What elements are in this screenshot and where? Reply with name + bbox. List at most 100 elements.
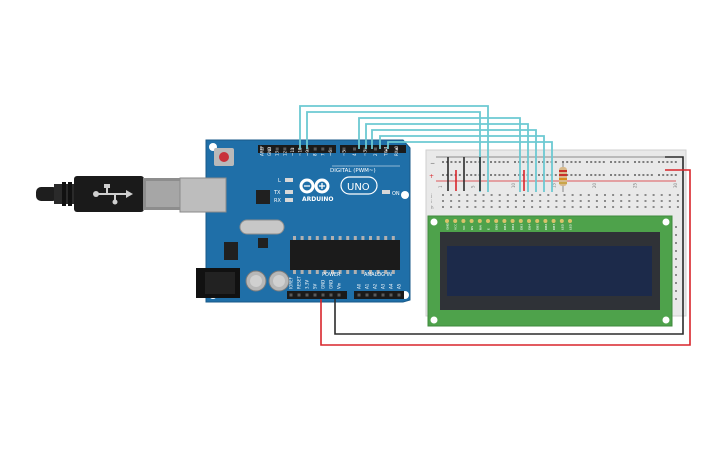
breadboard-hole bbox=[563, 194, 566, 196]
header-hole bbox=[260, 147, 264, 151]
power-label: POWER bbox=[322, 272, 341, 278]
usb-cable[interactable] bbox=[36, 176, 184, 212]
column-number: 20 bbox=[592, 182, 597, 188]
chip-pin bbox=[376, 270, 380, 274]
breadboard-hole bbox=[620, 194, 623, 196]
digital-pin-label: ~6 bbox=[328, 150, 333, 156]
breadboard-hole bbox=[490, 194, 493, 196]
ground-wire[interactable] bbox=[334, 156, 684, 335]
header-hole bbox=[353, 147, 356, 151]
reset-button[interactable] bbox=[214, 148, 234, 166]
header-hole bbox=[275, 147, 279, 151]
lcd-pin-label: DB6 bbox=[544, 224, 548, 230]
chip bbox=[258, 238, 268, 248]
breadboard-hole bbox=[482, 200, 485, 202]
mounting-hole bbox=[430, 218, 438, 226]
breadboard-hole bbox=[531, 194, 534, 196]
column-number: 30 bbox=[673, 182, 678, 188]
breadboard-hole bbox=[498, 200, 501, 202]
rail-hole bbox=[650, 161, 653, 163]
breadboard-hole bbox=[563, 206, 566, 208]
breadboard-hole bbox=[668, 206, 671, 208]
rail-hole bbox=[490, 174, 492, 176]
teal-wires[interactable] bbox=[299, 105, 553, 192]
breadboard-hole bbox=[668, 194, 671, 196]
arduino-logo-icon bbox=[299, 178, 330, 194]
breadboard-hole bbox=[675, 234, 677, 236]
breadboard-hole bbox=[523, 200, 525, 202]
analog-pin-label: A5 bbox=[397, 283, 402, 289]
power-pin-label: 3.3V bbox=[305, 280, 310, 289]
lcd-pin-label: GND bbox=[446, 222, 450, 230]
rail-hole bbox=[530, 174, 533, 176]
chip-pin bbox=[293, 270, 296, 274]
breadboard-hole bbox=[482, 194, 485, 196]
rail-hole bbox=[586, 161, 588, 163]
breadboard-hole bbox=[587, 200, 590, 202]
header-hole bbox=[357, 293, 361, 297]
digital-pin-label: 2 bbox=[373, 153, 378, 156]
breadboard-hole bbox=[620, 200, 623, 202]
capacitor bbox=[245, 270, 290, 292]
digital-pin-label: 13 bbox=[275, 150, 280, 156]
column-number: 5 bbox=[470, 185, 475, 188]
signal-wire[interactable] bbox=[299, 105, 489, 192]
rail-hole bbox=[554, 174, 557, 176]
signal-wire[interactable] bbox=[358, 117, 521, 192]
breadboard-hole bbox=[675, 282, 677, 284]
rail-hole bbox=[590, 161, 593, 163]
chip-pin bbox=[376, 236, 380, 240]
mounting-hole bbox=[401, 191, 409, 199]
lcd-pin bbox=[543, 219, 548, 223]
vcc-wire[interactable] bbox=[320, 169, 691, 346]
chip-pin bbox=[300, 270, 304, 274]
lcd-pin-label: DB0 bbox=[495, 224, 499, 230]
digital-pin-label: 4 bbox=[352, 153, 357, 156]
header-hole bbox=[283, 147, 287, 151]
lcd-pin-label: DB1 bbox=[503, 224, 507, 230]
lcd-pin bbox=[477, 219, 482, 223]
digital-pin-label: TX▸1 bbox=[384, 146, 389, 157]
breadboard-hole bbox=[579, 200, 582, 202]
lcd-screen bbox=[447, 246, 652, 296]
chip-pin bbox=[315, 236, 319, 240]
signal-wire[interactable] bbox=[387, 141, 553, 192]
signal-wire[interactable] bbox=[371, 129, 537, 192]
breadboard-hole bbox=[620, 206, 623, 208]
signal-wire[interactable] bbox=[365, 123, 529, 192]
breadboard-hole bbox=[506, 194, 509, 196]
chip-pin bbox=[346, 236, 350, 240]
analog-pin-label: A0 bbox=[357, 283, 362, 289]
rail-hole bbox=[574, 161, 577, 163]
rail-hole bbox=[670, 174, 673, 176]
power-header[interactable] bbox=[287, 291, 404, 299]
rail-hole bbox=[626, 161, 629, 163]
header-hole bbox=[337, 293, 341, 297]
rail-hole bbox=[490, 161, 492, 163]
analog-pin-label: A4 bbox=[389, 283, 394, 289]
breadboard-hole bbox=[514, 200, 517, 202]
signal-wire[interactable] bbox=[379, 135, 545, 192]
breadboard-hole bbox=[571, 206, 574, 208]
lcd-pin bbox=[494, 219, 499, 223]
breadboard-hole bbox=[612, 206, 615, 208]
header-hole bbox=[329, 293, 333, 297]
rail-hole bbox=[502, 174, 505, 176]
breadboard-hole bbox=[539, 200, 542, 202]
lcd-pin bbox=[486, 219, 490, 223]
digital-pin-label: 12 bbox=[282, 150, 287, 156]
chip-pin bbox=[369, 236, 372, 240]
digital-pin-label: 7 bbox=[320, 153, 325, 156]
rail-hole bbox=[610, 174, 612, 176]
resistor[interactable] bbox=[559, 163, 567, 192]
power-wires[interactable] bbox=[320, 156, 691, 346]
breadboard-hole bbox=[539, 194, 542, 196]
breadboard-hole bbox=[442, 200, 444, 202]
digital-pin-label: RX◂0 bbox=[394, 145, 399, 156]
signal-wire[interactable] bbox=[306, 111, 481, 192]
